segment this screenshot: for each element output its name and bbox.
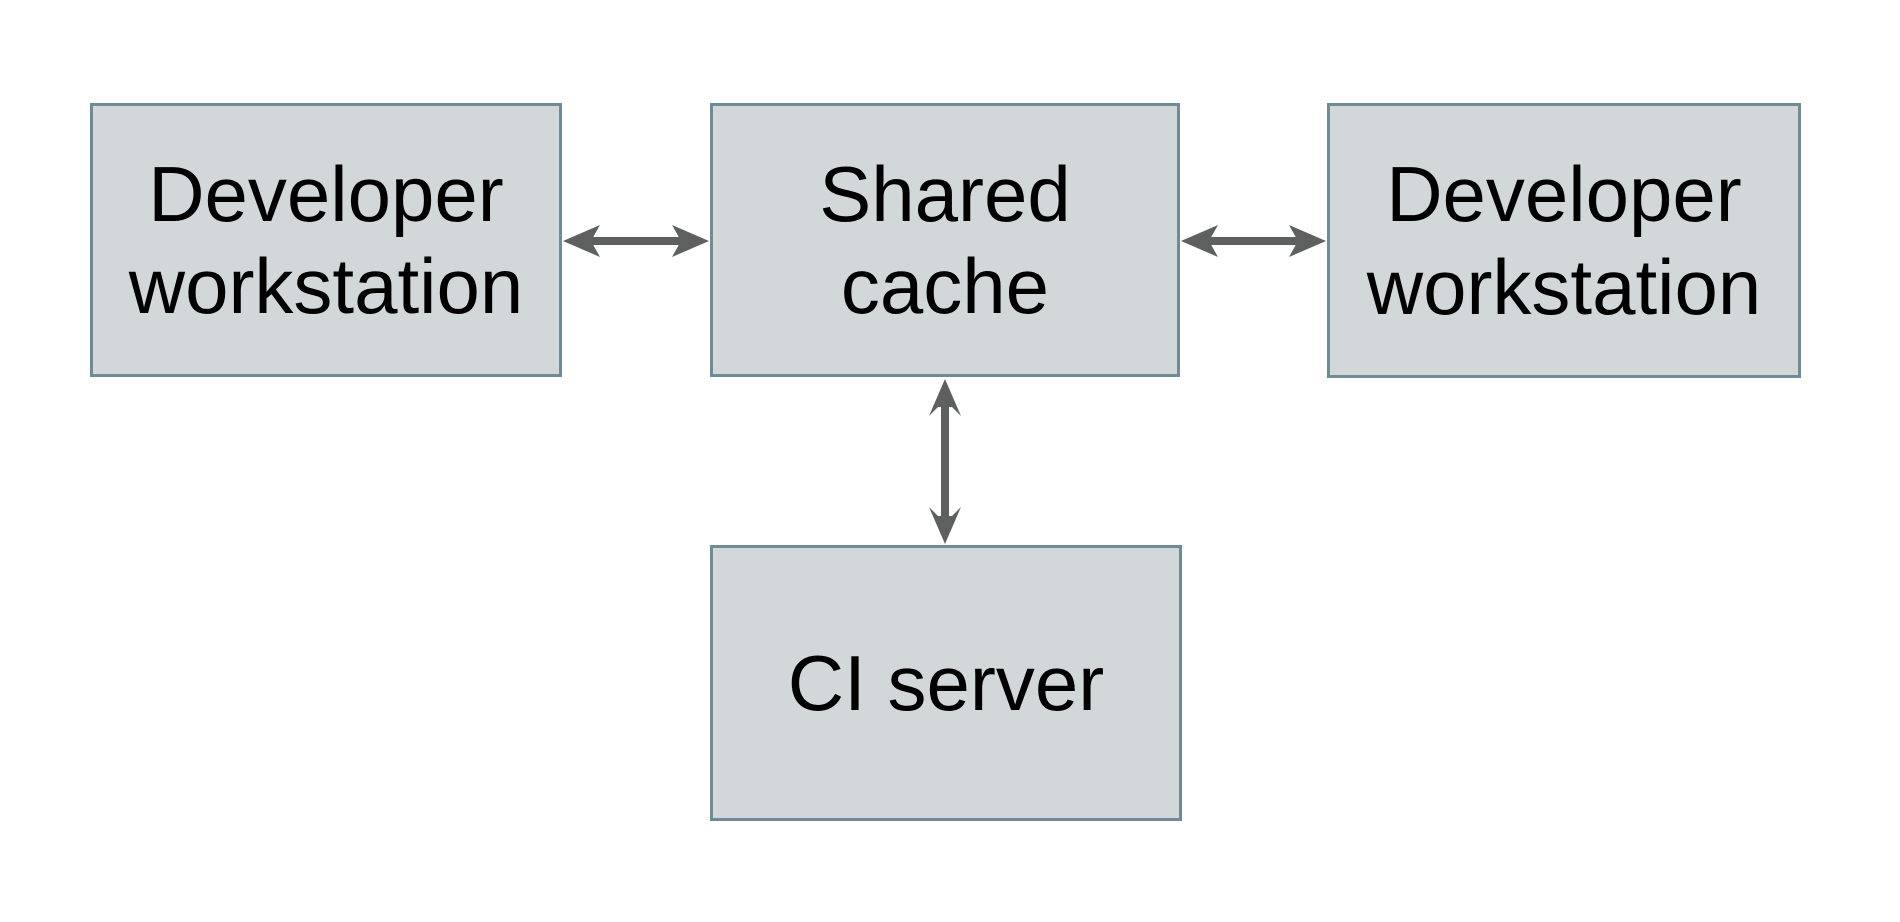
node-developer-workstation-right: Developer workstation xyxy=(1327,103,1801,378)
double-arrow-icon-left-workstation-cache xyxy=(563,225,709,257)
node-developer-workstation-left: Developer workstation xyxy=(90,103,562,377)
node-shared-cache: Shared cache xyxy=(710,103,1180,377)
node-label: Developer workstation xyxy=(128,149,524,330)
node-label: Shared cache xyxy=(819,149,1071,330)
double-arrow-icon-cache-ci-server xyxy=(929,379,961,544)
node-ci-server: CI server xyxy=(710,545,1182,821)
node-label: CI server xyxy=(787,638,1105,727)
node-label: Developer workstation xyxy=(1366,150,1762,331)
double-arrow-icon-cache-right-workstation xyxy=(1181,225,1326,257)
